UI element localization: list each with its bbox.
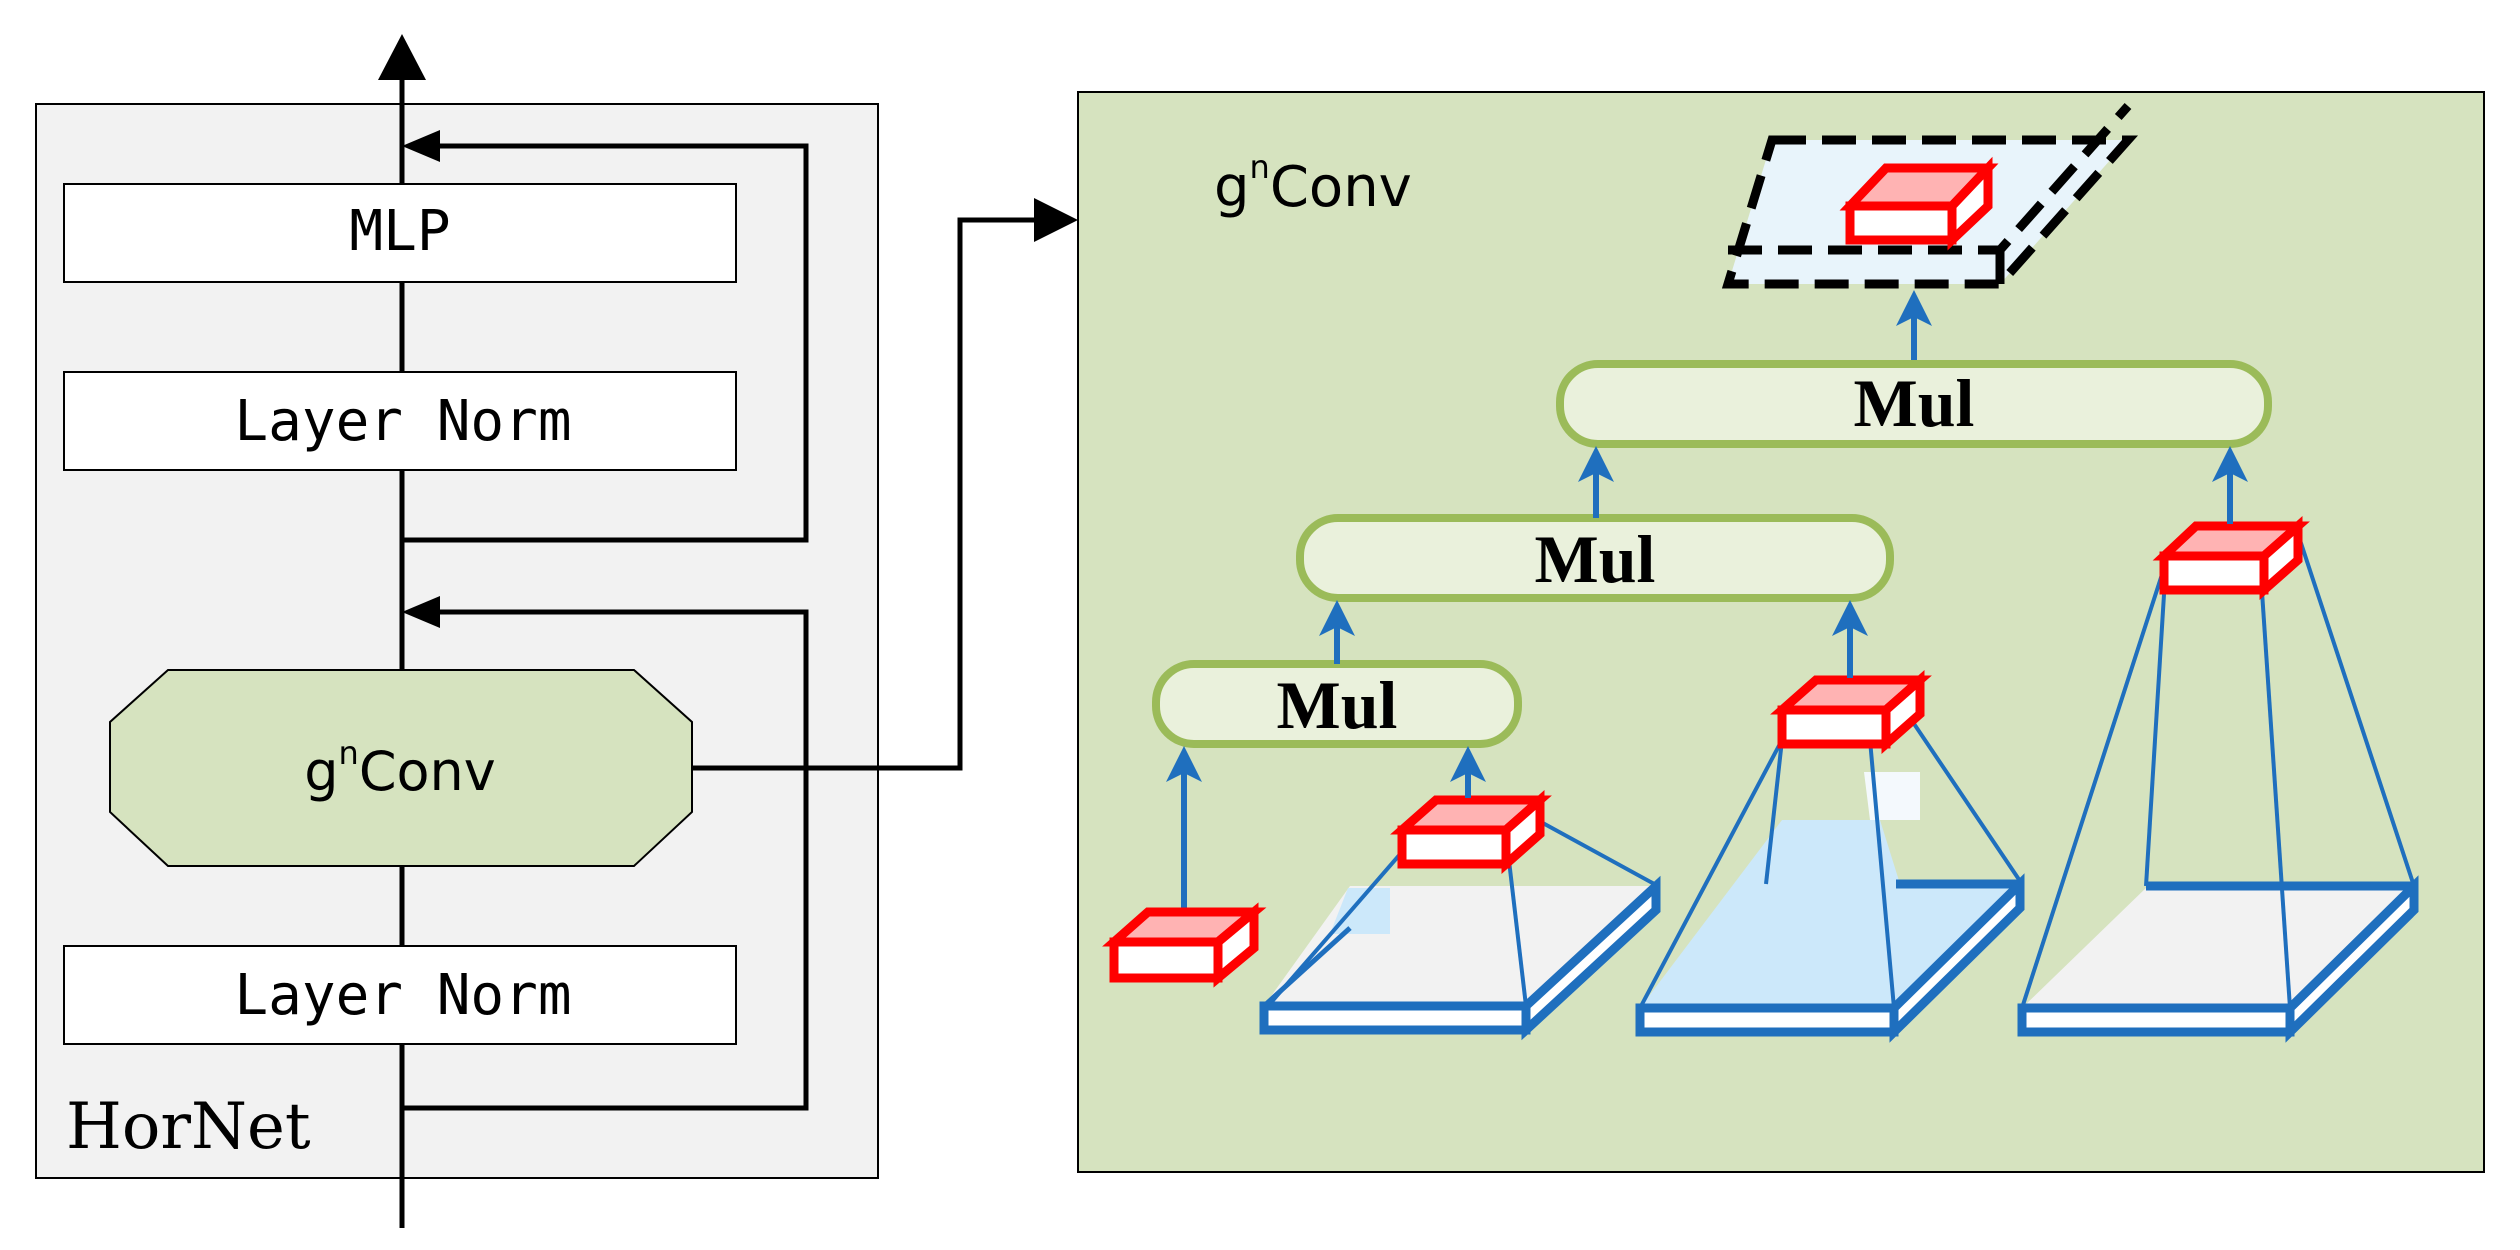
hornet-label: HorNet [66,1090,311,1164]
branch0-red-cube [1102,902,1267,988]
residual-arrow-head-top [402,130,440,162]
branch1-pyramid [1259,814,1661,1041]
branch3-red-cube [2152,516,2310,600]
branch2-pyramid [1635,704,2025,1043]
gnconv-block-label: gnConv [304,734,496,803]
layer-norm-bottom-block [63,945,737,1045]
mul-node-1-label: Mul [1277,667,1398,743]
mul-node-3-label: Mul [1854,365,1975,441]
residual-arrow-head-bottom [402,596,440,628]
mul-node-3 [1556,360,2272,448]
mlp-label: MLP [349,199,450,264]
mlp-block [63,183,737,283]
residual-connection-bottom [402,609,809,1111]
residual-connection-top [402,143,809,543]
panel-title: gnConv [1214,148,1412,220]
output-red-cube [1839,156,1999,251]
layer-norm-bottom-label: Layer Norm [234,963,571,1028]
layer-norm-top-block [63,371,737,471]
output-arrow-head [378,34,426,80]
gnconv-block [109,669,693,867]
layer-norm-top-label: Layer Norm [234,389,571,454]
branch2-red-cube [1770,670,1932,754]
mul-node-2-label: Mul [1535,521,1656,597]
gnconv-expand-connector [692,217,1054,771]
branch1-red-cube [1390,790,1552,874]
branch3-pyramid [2017,527,2419,1043]
gnconv-expand-arrow-head [1034,198,1078,242]
